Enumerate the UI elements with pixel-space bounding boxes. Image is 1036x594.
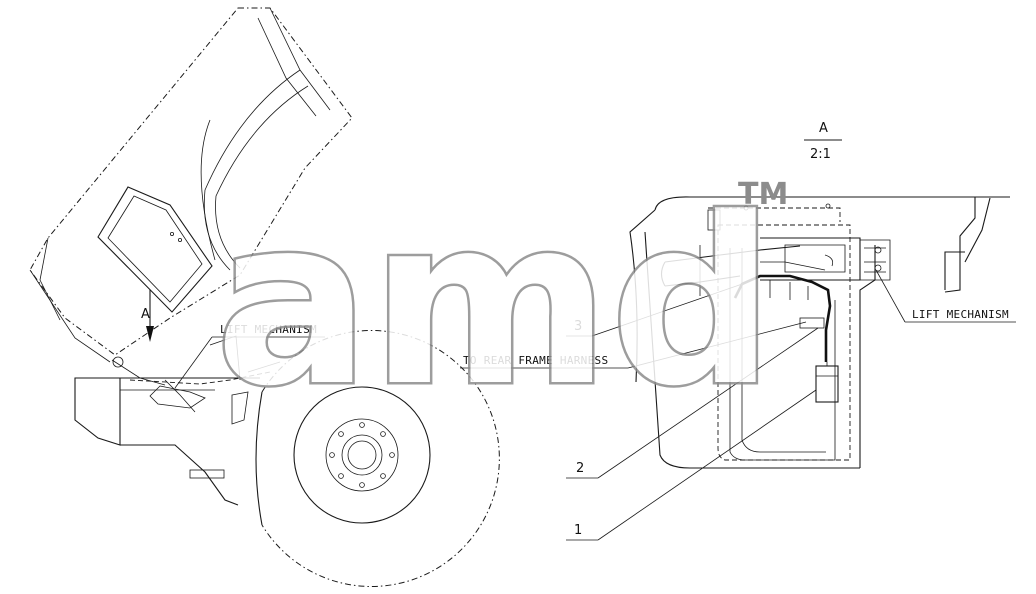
hydraulic-lines <box>660 245 826 296</box>
machine-frame <box>74 335 281 506</box>
detail-view-title: A 2:1 <box>804 121 842 162</box>
wheel <box>255 330 500 587</box>
svg-text:3: 3 <box>574 319 582 334</box>
lift-mechanism-left-label: LIFT MECHANISM <box>174 323 325 389</box>
raised-cab <box>29 7 353 363</box>
watermark-logo: amd TM <box>213 168 789 440</box>
lift-mechanism-right-label: LIFT MECHANISM <box>875 269 1016 323</box>
watermark-text: amd <box>215 170 775 437</box>
svg-text:2: 2 <box>576 461 584 476</box>
wiring-harness <box>733 274 832 362</box>
sensor-component <box>815 362 839 403</box>
svg-text:2:1: 2:1 <box>810 147 831 162</box>
callout-1: 1 <box>566 389 817 541</box>
view-arrow-letter: A <box>141 307 150 322</box>
detail-frame <box>629 196 1010 469</box>
svg-text:LIFT MECHANISM: LIFT MECHANISM <box>220 323 317 336</box>
svg-text:TO REAR FRAME HARNESS: TO REAR FRAME HARNESS <box>463 354 608 367</box>
cab-window <box>97 186 213 313</box>
svg-text:1: 1 <box>574 523 582 538</box>
callout-3: 3 <box>566 281 749 337</box>
rear-frame-harness-label: TO REAR FRAME HARNESS <box>460 321 807 369</box>
svg-text:LIFT MECHANISM: LIFT MECHANISM <box>912 308 1009 321</box>
svg-text:A: A <box>819 121 828 136</box>
watermark-trademark: TM <box>738 177 788 212</box>
callout-2: 2 <box>566 327 819 479</box>
view-arrow-a: A <box>141 290 154 342</box>
lift-cylinder <box>760 237 891 281</box>
